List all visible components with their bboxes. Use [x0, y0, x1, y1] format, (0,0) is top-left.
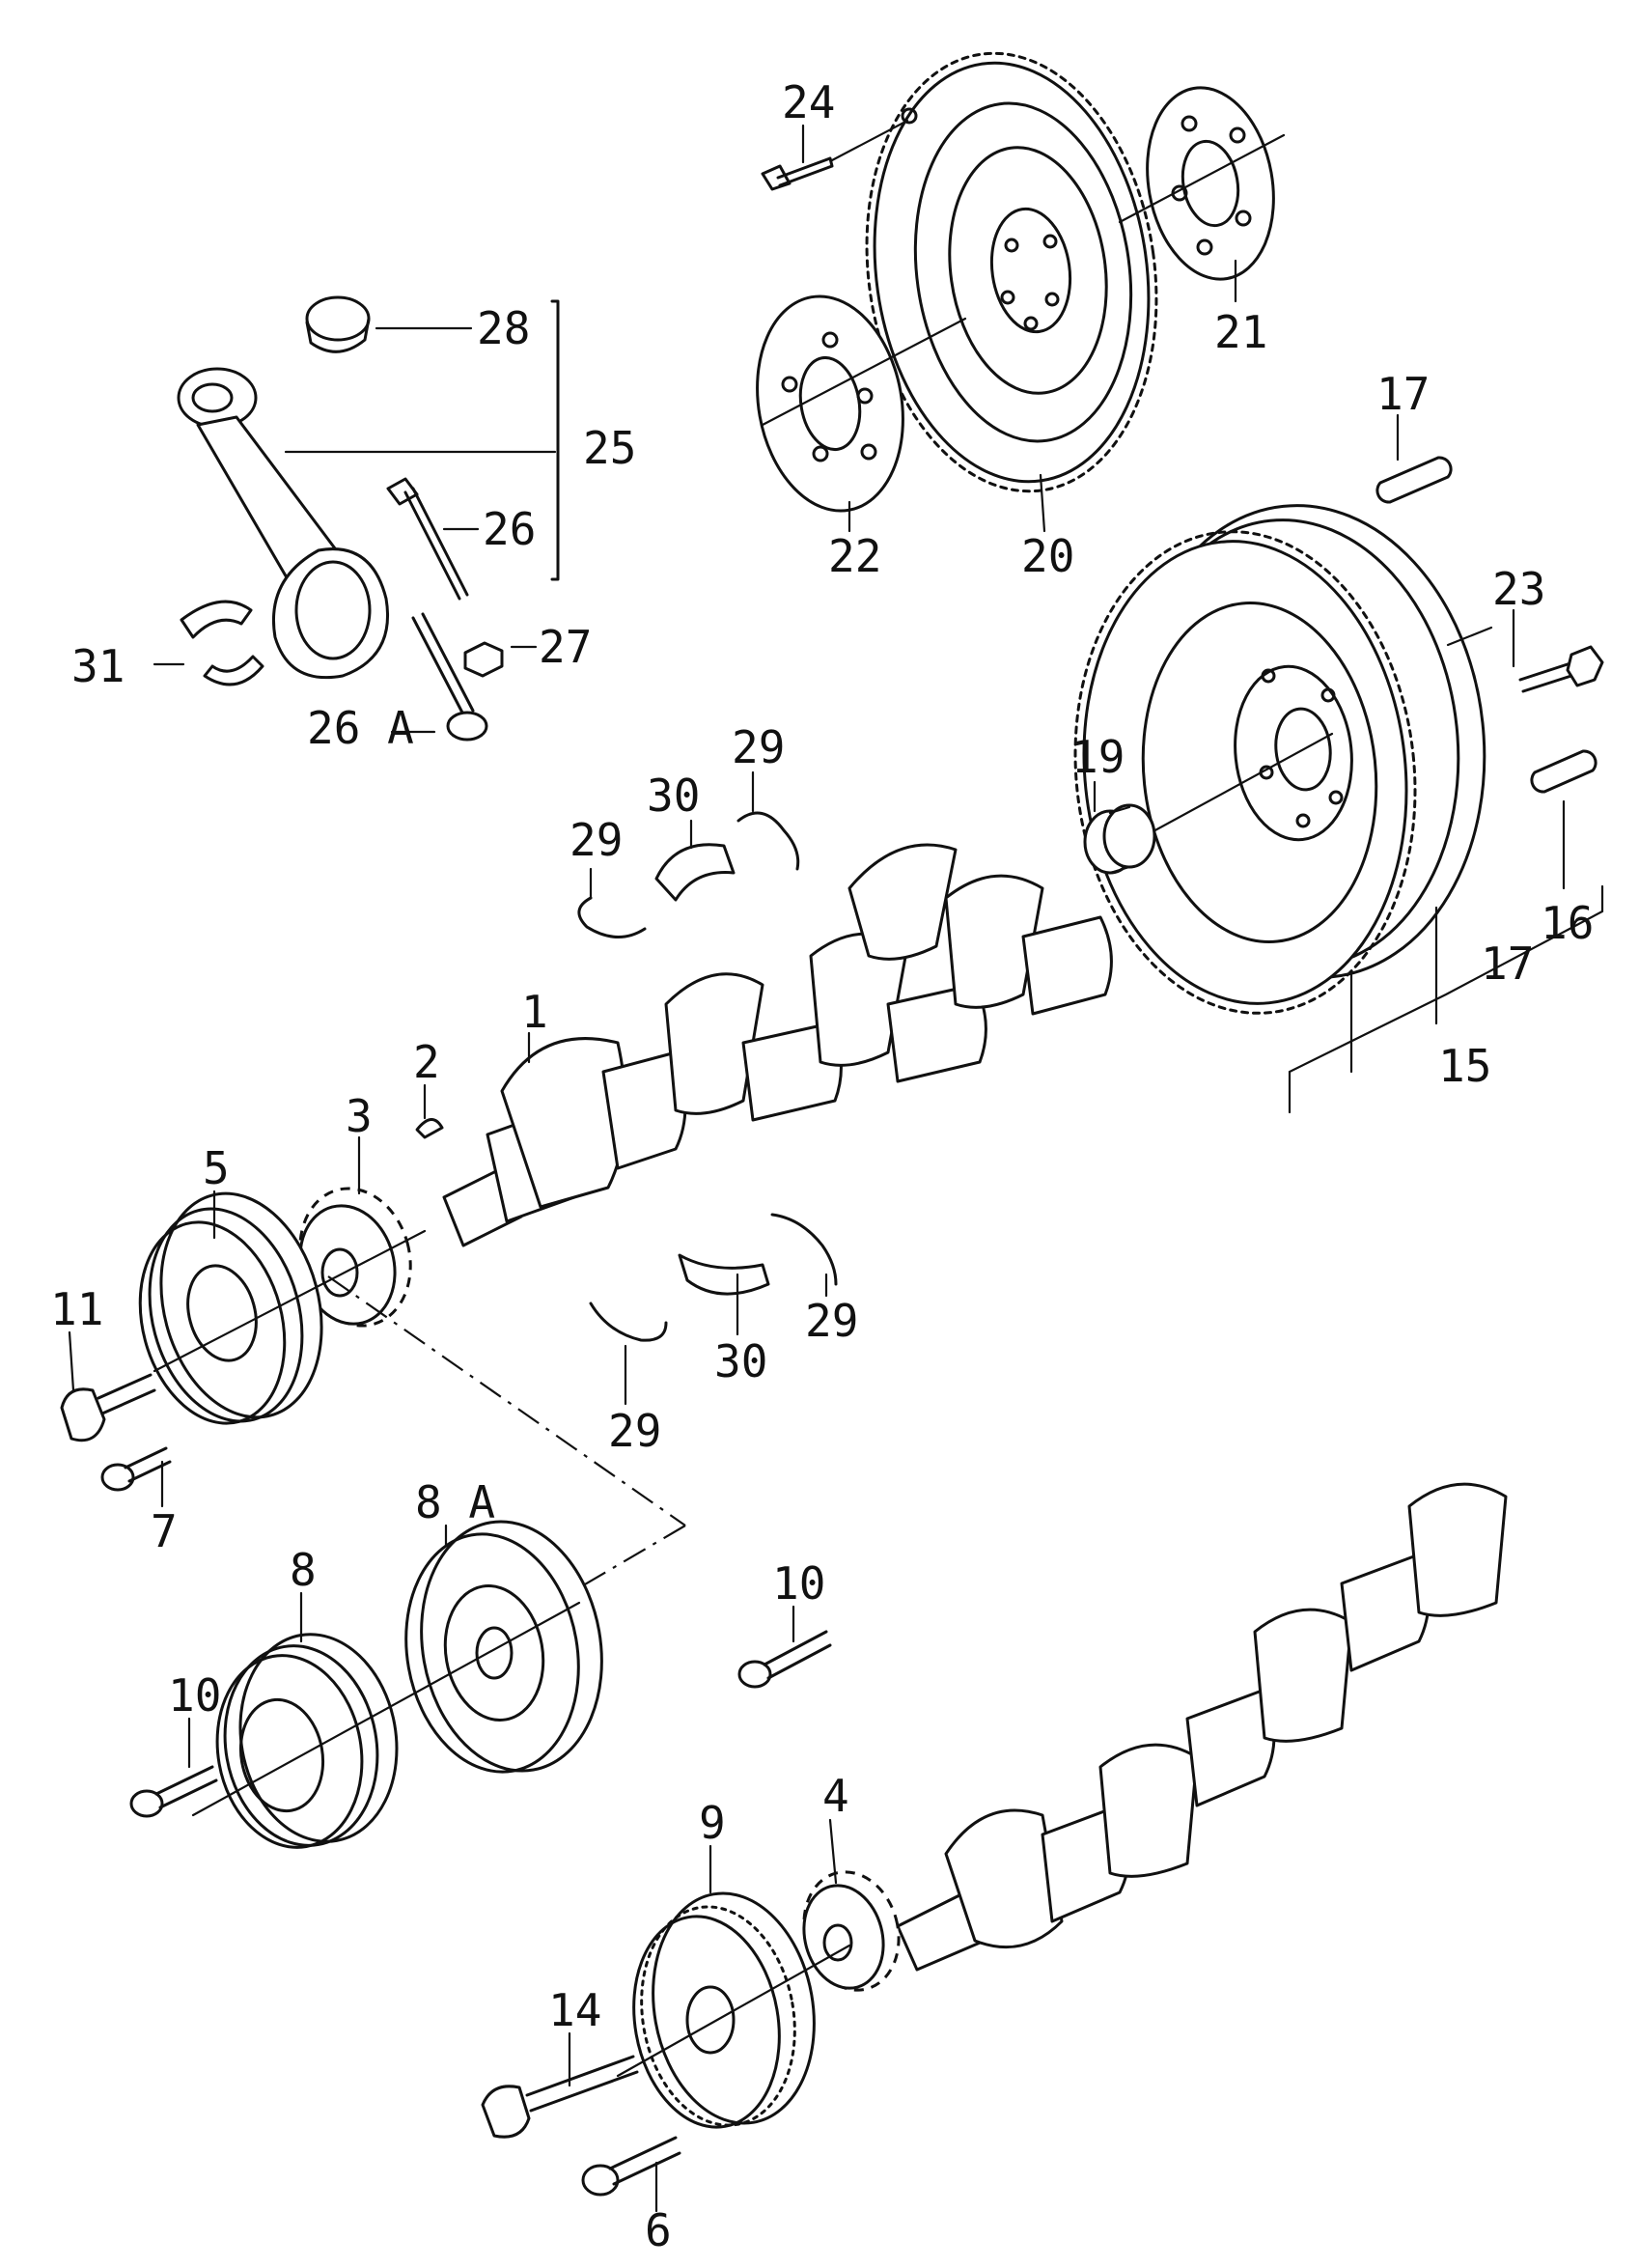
- part-label-30a: 30: [647, 770, 700, 822]
- part-label-29d: 29: [608, 1405, 661, 1457]
- part-label-8a: 8 A: [415, 1476, 495, 1528]
- thrust-washer-29-c: [770, 1213, 838, 1286]
- part-label-25: 25: [583, 422, 636, 474]
- part-label-19: 19: [1071, 731, 1125, 783]
- needle-bearing-19: [1083, 803, 1156, 875]
- bearing-shell-30-a: [654, 843, 736, 902]
- part-label-26a: 26 A: [307, 702, 414, 754]
- thrust-washer-29-d: [589, 1302, 668, 1342]
- small-end-bush-28: [305, 295, 371, 353]
- part-label-6: 6: [645, 2204, 672, 2256]
- part-label-14: 14: [548, 1984, 601, 2036]
- part-label-21: 21: [1214, 306, 1267, 358]
- pulley-8: [215, 1633, 399, 1849]
- pulley-8a: [404, 1520, 603, 1774]
- thrust-washer-29-a: [577, 896, 647, 938]
- pulley-5: [138, 1191, 323, 1425]
- part-label-27: 27: [539, 621, 592, 673]
- part-label-17b: 17: [1481, 938, 1534, 990]
- bearing-shell-30-b: [678, 1253, 770, 1296]
- bearing-shell-31: [180, 600, 264, 686]
- dowel-pin-16: [1530, 749, 1597, 794]
- bolt-24: [761, 156, 834, 191]
- part-label-29a: 29: [569, 814, 623, 866]
- bolt-23: [1518, 645, 1604, 693]
- dual-mass-flywheel-15: [1073, 504, 1486, 1015]
- part-label-29c: 29: [805, 1295, 858, 1347]
- bolt-7: [100, 1446, 172, 1492]
- part-label-29b: 29: [732, 721, 785, 773]
- part-label-30b: 30: [714, 1335, 767, 1387]
- part-label-17a: 17: [1376, 368, 1430, 420]
- part-label-4: 4: [822, 1770, 849, 1822]
- part-label-24: 24: [782, 76, 835, 128]
- thrust-washer-29-b: [736, 811, 800, 871]
- part-label-16: 16: [1541, 897, 1594, 949]
- part-label-3: 3: [346, 1090, 373, 1142]
- crankshaft-1: [442, 843, 1113, 1247]
- part-label-5: 5: [203, 1142, 230, 1194]
- bolt-6: [581, 2136, 681, 2197]
- part-label-23: 23: [1492, 563, 1545, 615]
- crankshaft-lower: [896, 1482, 1508, 1972]
- woodruff-key-2: [415, 1118, 444, 1139]
- part-label-22: 22: [828, 530, 881, 582]
- part-label-8: 8: [290, 1544, 317, 1596]
- drive-plate-21: [1146, 86, 1275, 281]
- dowel-pin-17: [1375, 456, 1453, 504]
- part-label-9: 9: [699, 1797, 726, 1849]
- part-label-1: 1: [521, 986, 548, 1038]
- part-label-10b: 10: [168, 1669, 221, 1722]
- part-label-2: 2: [413, 1036, 440, 1088]
- part-label-15: 15: [1438, 1040, 1491, 1092]
- rod-bolt-26: [386, 477, 469, 601]
- pulley-9: [632, 1891, 816, 2129]
- bolt-11: [60, 1373, 156, 1442]
- flywheel-20: [865, 51, 1158, 493]
- part-label-7: 7: [151, 1505, 178, 1557]
- part-label-26: 26: [483, 503, 536, 555]
- part-label-28: 28: [477, 302, 530, 354]
- bolt-10-a: [737, 1630, 832, 1689]
- part-label-11: 11: [50, 1283, 103, 1335]
- bolt-14: [481, 2055, 639, 2139]
- part-label-20: 20: [1021, 530, 1074, 582]
- connecting-rod-25: [177, 367, 389, 680]
- part-label-10a: 10: [772, 1557, 825, 1610]
- rod-bolt-26a: [411, 612, 488, 742]
- sprocket-4: [802, 1870, 901, 1992]
- nut-27: [463, 641, 504, 678]
- bolt-10-b: [129, 1765, 218, 1818]
- part-label-31: 31: [71, 640, 125, 692]
